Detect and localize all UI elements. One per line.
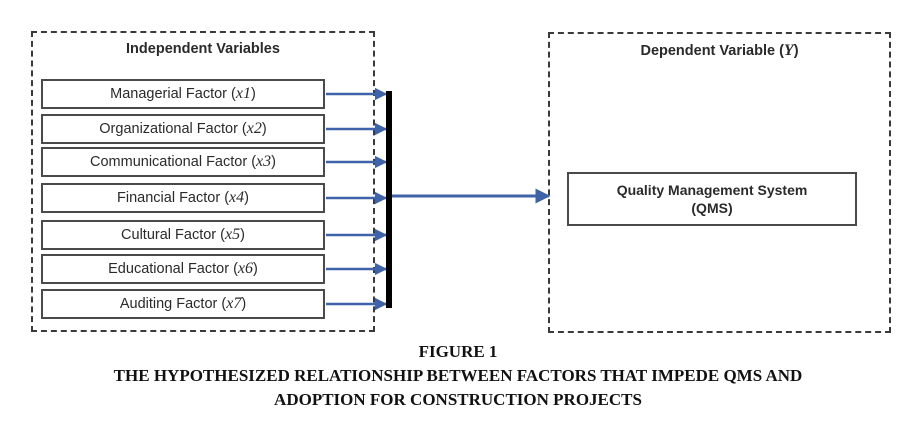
factor-box-cultural: Cultural Factor (x5) xyxy=(41,220,325,250)
factor-box-financial: Financial Factor (x4) xyxy=(41,183,325,213)
figure-caption-line2: ADOPTION FOR CONSTRUCTION PROJECTS xyxy=(274,390,642,409)
dependent-variable-title: Dependent Variable (Y) xyxy=(640,42,799,59)
figure-label: FIGURE 1 xyxy=(418,342,498,361)
independent-variables-panel: Independent Variables xyxy=(31,31,375,332)
collector-bar xyxy=(386,91,392,308)
factor-box-managerial: Managerial Factor (x1) xyxy=(41,79,325,109)
qms-label-line1: Quality Management System xyxy=(616,182,808,198)
factor-box-auditing: Auditing Factor (x7) xyxy=(41,289,325,319)
factor-box-communicational: Communicational Factor (x3) xyxy=(41,147,325,177)
factor-box-educational: Educational Factor (x6) xyxy=(41,254,325,284)
factor-box-organizational: Organizational Factor (x2) xyxy=(41,114,325,144)
figure-caption-line1: THE HYPOTHESIZED RELATIONSHIP BETWEEN FA… xyxy=(113,366,803,385)
qms-box: Quality Management System (QMS) xyxy=(567,172,857,226)
independent-variables-title: Independent Variables xyxy=(126,41,280,57)
qms-label-line2: (QMS) xyxy=(691,200,733,216)
dependent-variable-panel: Dependent Variable (Y) xyxy=(548,32,891,333)
